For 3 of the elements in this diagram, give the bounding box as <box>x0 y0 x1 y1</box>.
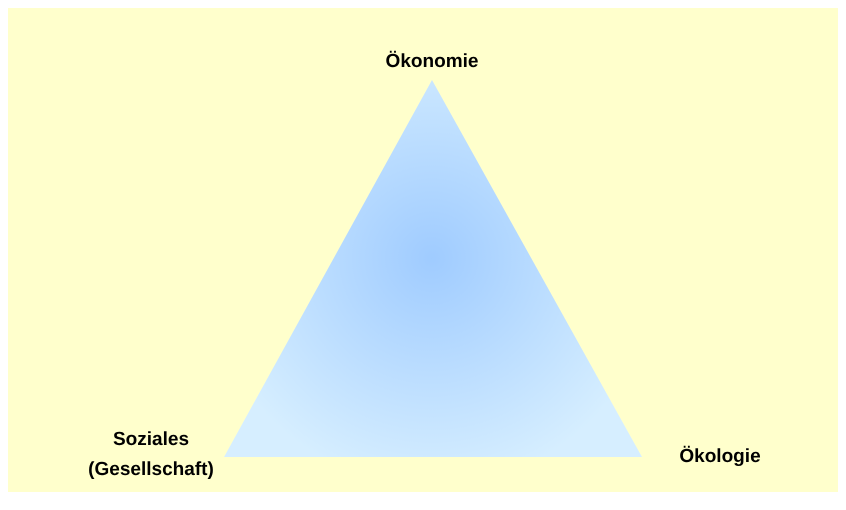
vertex-label: Ökologie <box>678 444 762 469</box>
vertex-label: Ökonomie <box>384 50 480 74</box>
vertex-label: Soziales (Gesellschaft) <box>87 428 215 482</box>
